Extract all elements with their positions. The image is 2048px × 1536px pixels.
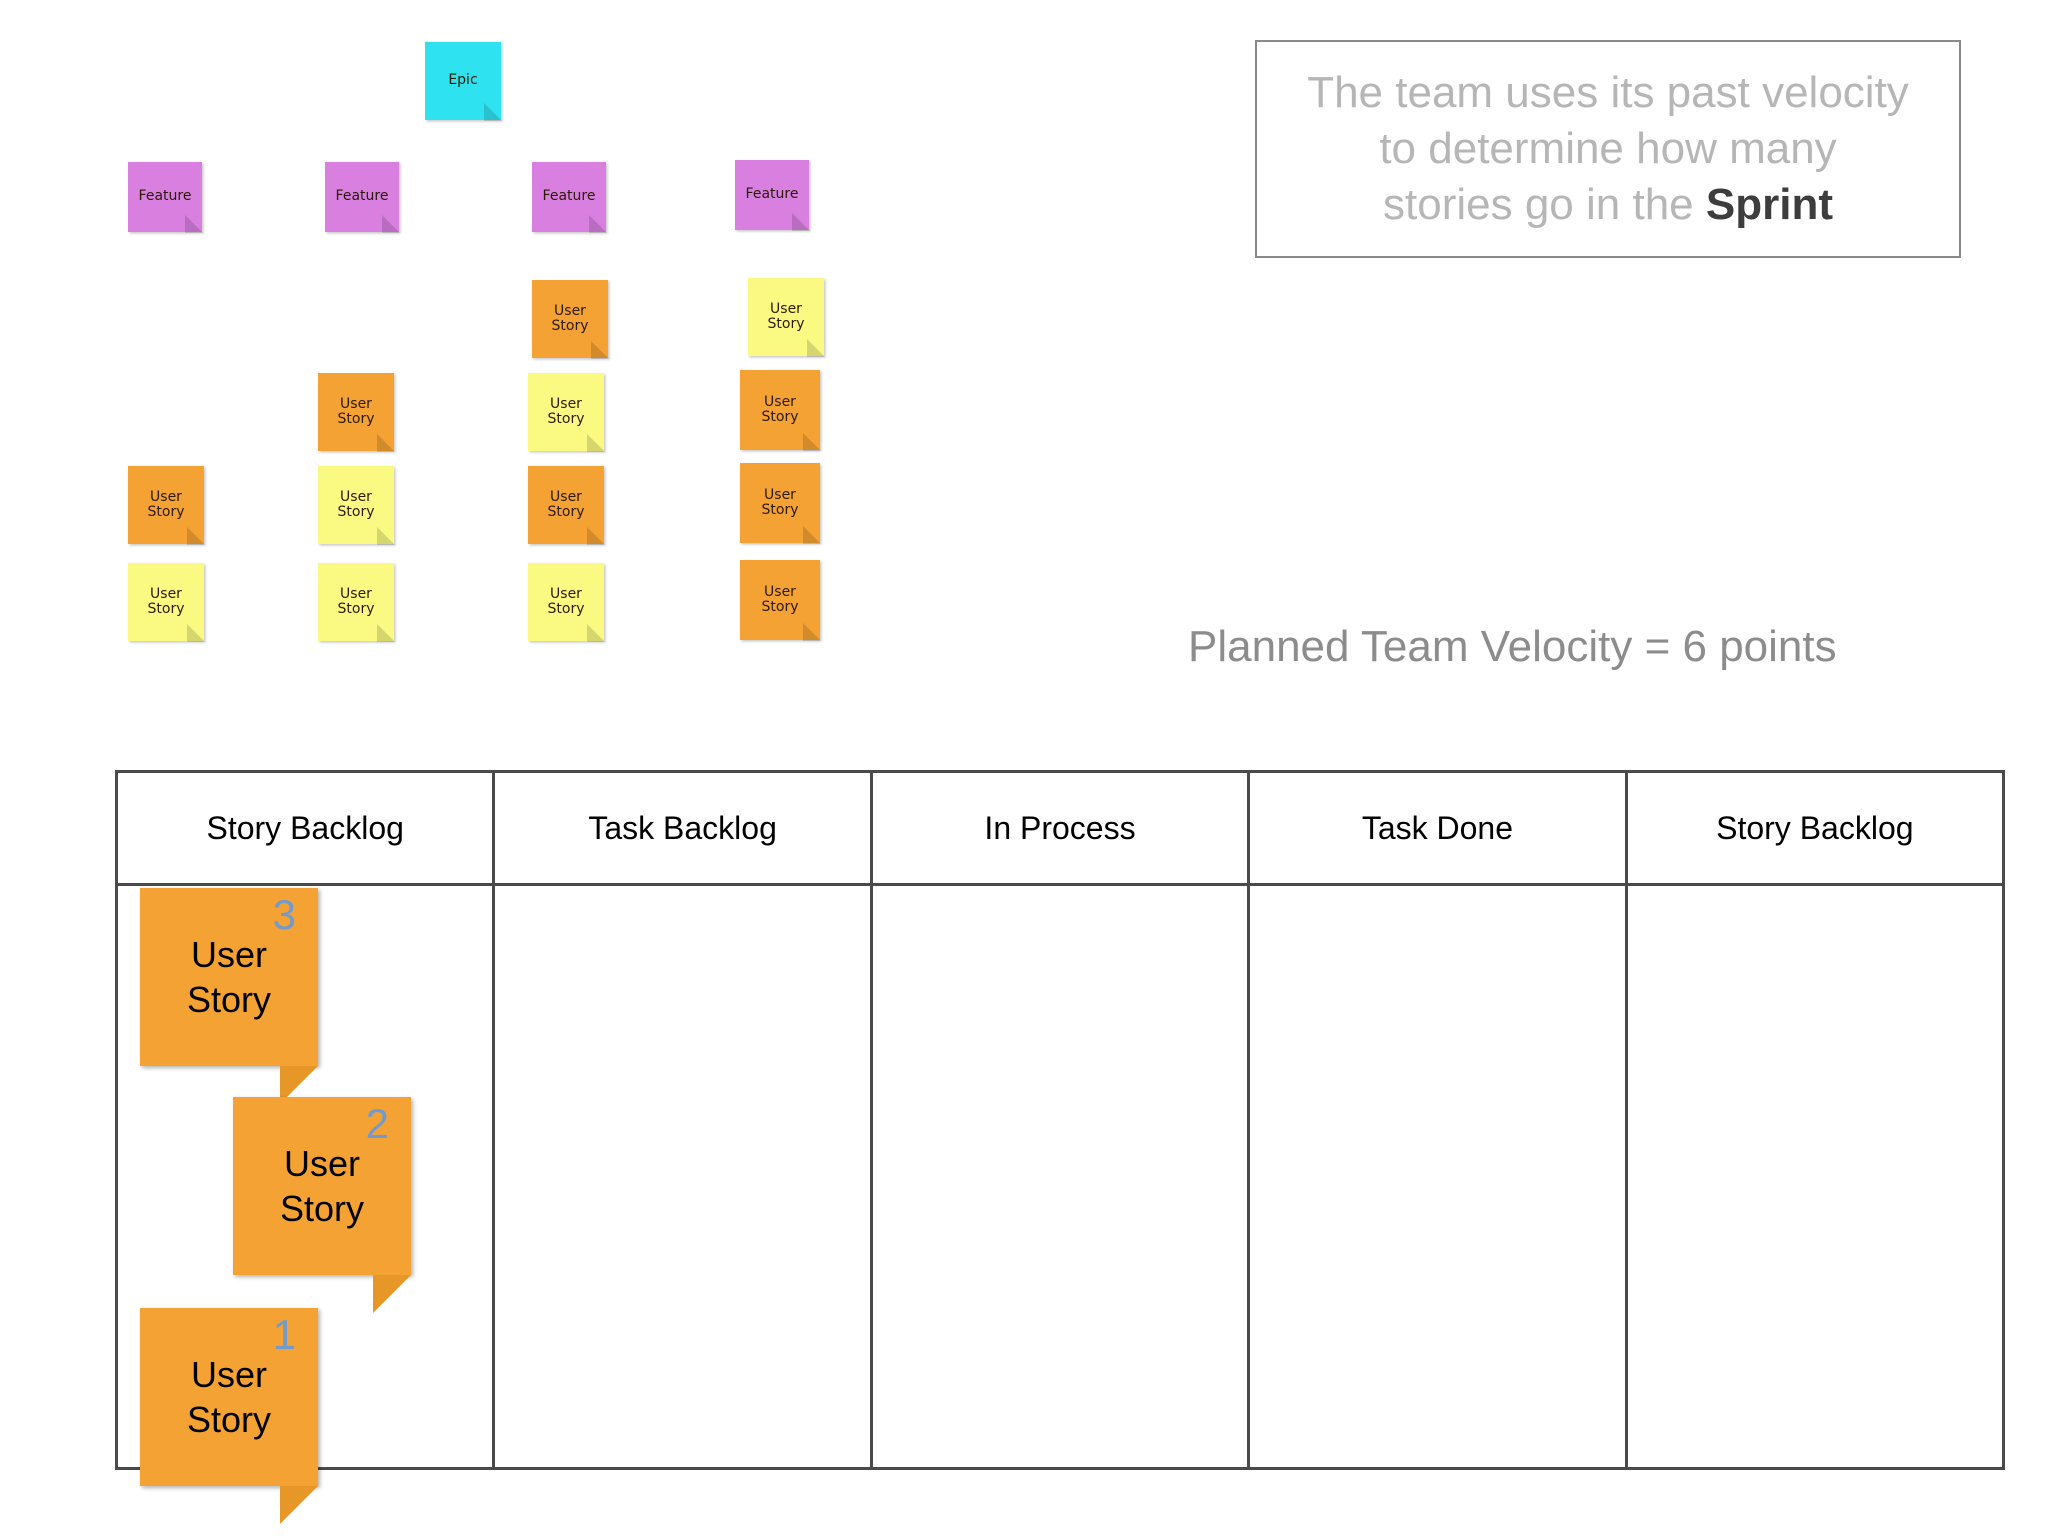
user-story-card-line-2: Story (186, 979, 272, 1020)
story-points-badge: 3 (272, 891, 296, 938)
story-points-badge: 2 (365, 1100, 389, 1147)
board-column-cell-4[interactable] (1250, 886, 1628, 1467)
story-map-note-label: Epic (448, 72, 478, 89)
callout-line-1: The team uses its past velocity (1307, 67, 1909, 117)
callout-line-2: to determine how many (1379, 123, 1837, 173)
user-story-card-line-2: Story (186, 1399, 272, 1440)
story-map-note-epic[interactable]: Epic (425, 42, 502, 121)
velocity-callout-box: The team uses its past velocity to deter… (1255, 40, 1961, 258)
story-map-note-label: Feature (335, 188, 389, 205)
story-map-note-label: Feature (542, 188, 596, 205)
board-body-row (118, 886, 2002, 1467)
board-column-header-1[interactable]: Story Backlog (118, 773, 496, 883)
board-column-cell-5[interactable] (1628, 886, 2002, 1467)
board-column-cell-3[interactable] (873, 886, 1251, 1467)
board-column-header-4[interactable]: Task Done (1250, 773, 1628, 883)
callout-sprint-emphasis: Sprint (1705, 180, 1833, 230)
story-map-note-feature[interactable]: Feature (128, 162, 203, 233)
board-column-header-3[interactable]: In Process (873, 773, 1251, 883)
velocity-callout-text: The team uses its past velocity to deter… (1281, 59, 1935, 240)
board-column-header-2[interactable]: Task Backlog (495, 773, 873, 883)
story-points-badge: 1 (272, 1311, 296, 1358)
story-map-note-label: Feature (138, 188, 192, 205)
user-story-card-line-1: User (283, 1142, 360, 1184)
callout-line-3-prefix: stories go in the (1383, 180, 1706, 230)
board-column-header-5[interactable]: Story Backlog (1716, 809, 1914, 846)
user-story-card-line-1: User (190, 933, 267, 975)
story-map-note-feature[interactable]: Feature (532, 162, 607, 233)
planned-team-velocity-label: Planned Team Velocity = 6 points (1188, 622, 1837, 671)
story-map-note-feature[interactable]: Feature (735, 160, 810, 231)
story-map-note-feature[interactable]: Feature (325, 162, 400, 233)
user-story-card-line-1: User (190, 1353, 267, 1395)
board-column-cell-2[interactable] (495, 886, 873, 1467)
story-map-note-label: Feature (745, 186, 799, 203)
board-column-cell-1[interactable] (118, 886, 496, 1467)
user-story-card-line-2: Story (279, 1188, 365, 1229)
